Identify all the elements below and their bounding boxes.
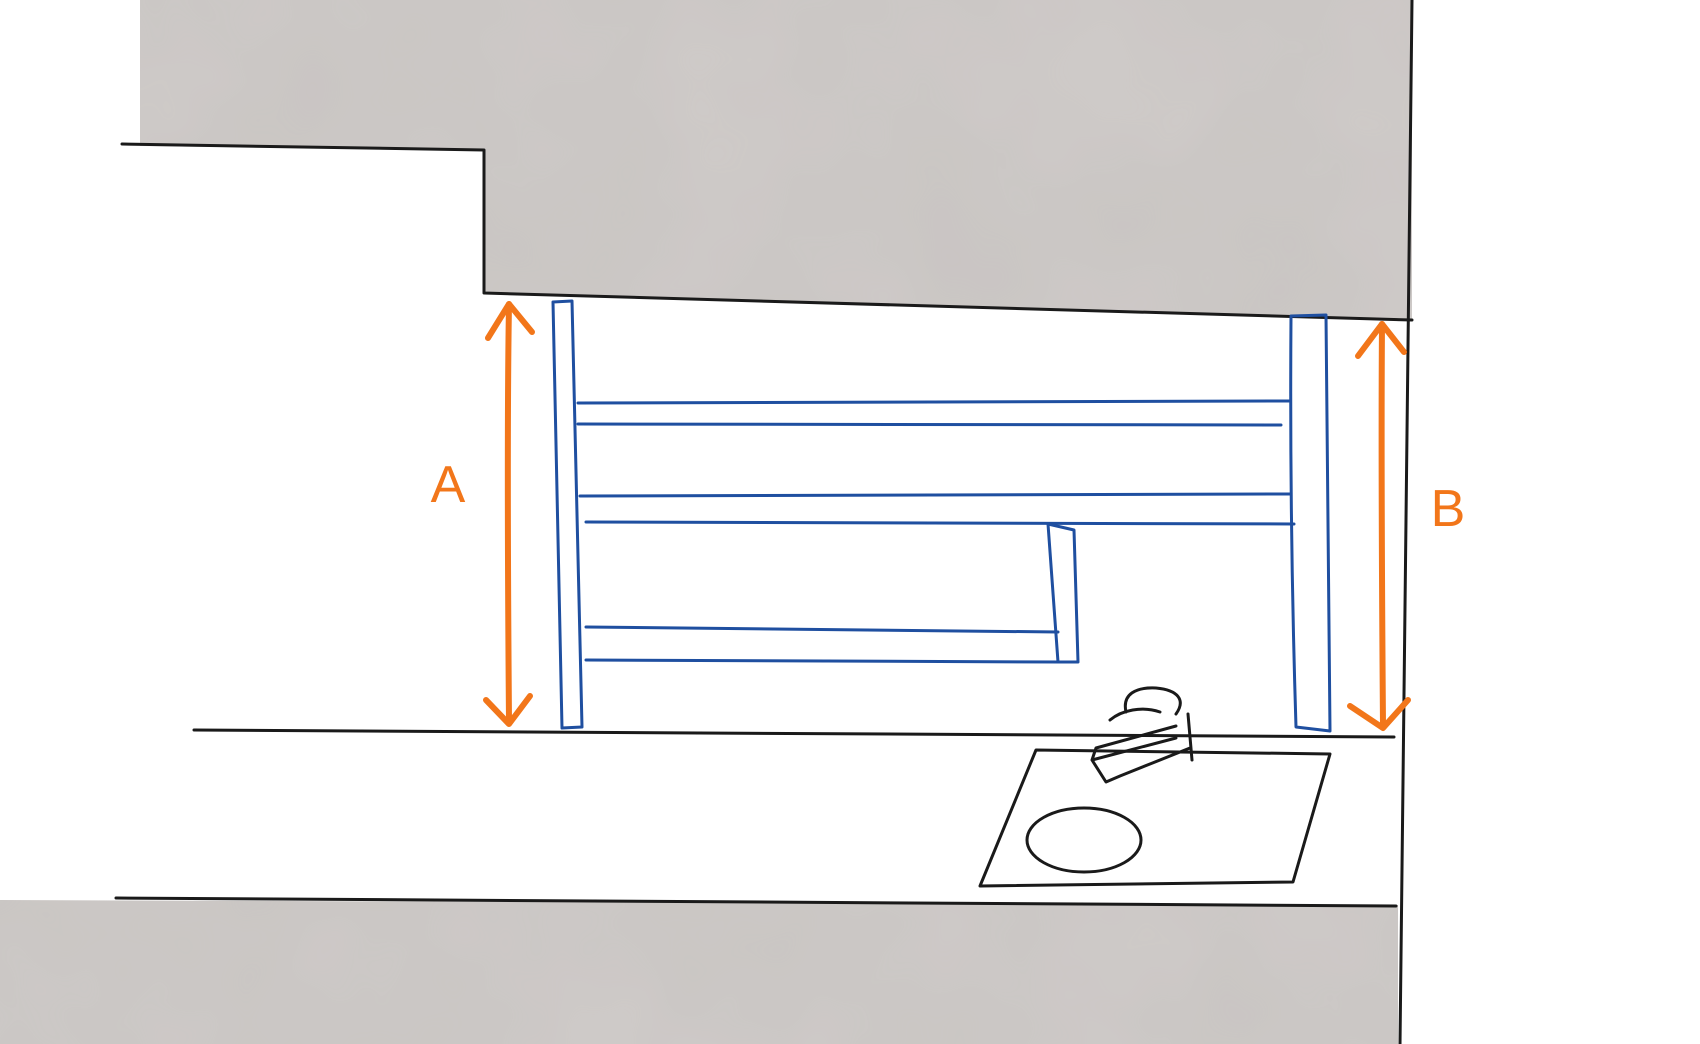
dimension-b-bottom-arrowhead — [1347, 697, 1411, 731]
dimension-b-label: B — [1431, 480, 1466, 538]
dimension-b-line — [1378, 321, 1386, 729]
sink-drain — [1025, 806, 1143, 874]
dimension-a-top-arrowhead — [485, 301, 535, 341]
sink — [978, 686, 1332, 888]
sink-basin-outline — [978, 748, 1332, 888]
dimension-b — [1347, 321, 1411, 731]
shelf-top-bar — [576, 399, 1291, 427]
countertop-front-edge — [114, 896, 1398, 908]
dimension-a-bottom-arrowhead — [483, 693, 533, 727]
dimension-a-line — [504, 301, 512, 725]
dimension-b-top-arrowhead — [1355, 321, 1407, 359]
upper-cabinet-edge — [120, 142, 1414, 322]
shelf-right-post — [1289, 313, 1332, 733]
shelf-rack — [551, 299, 1332, 733]
lower-floor-area — [0, 900, 1398, 1044]
shelf-lower-bar — [584, 625, 1062, 664]
shelf-middle-bar — [578, 492, 1296, 526]
dimension-a — [483, 301, 535, 727]
countertop-back-edge — [192, 728, 1396, 739]
faucet-icon — [1090, 686, 1194, 784]
shelf-left-post — [551, 299, 584, 730]
outline-lines — [114, 0, 1414, 1044]
shelf-lower-support — [1046, 522, 1080, 664]
upper-wall-area — [140, 0, 1412, 320]
dimension-a-label: A — [431, 456, 466, 514]
right-wall-edge — [1398, 0, 1414, 1044]
